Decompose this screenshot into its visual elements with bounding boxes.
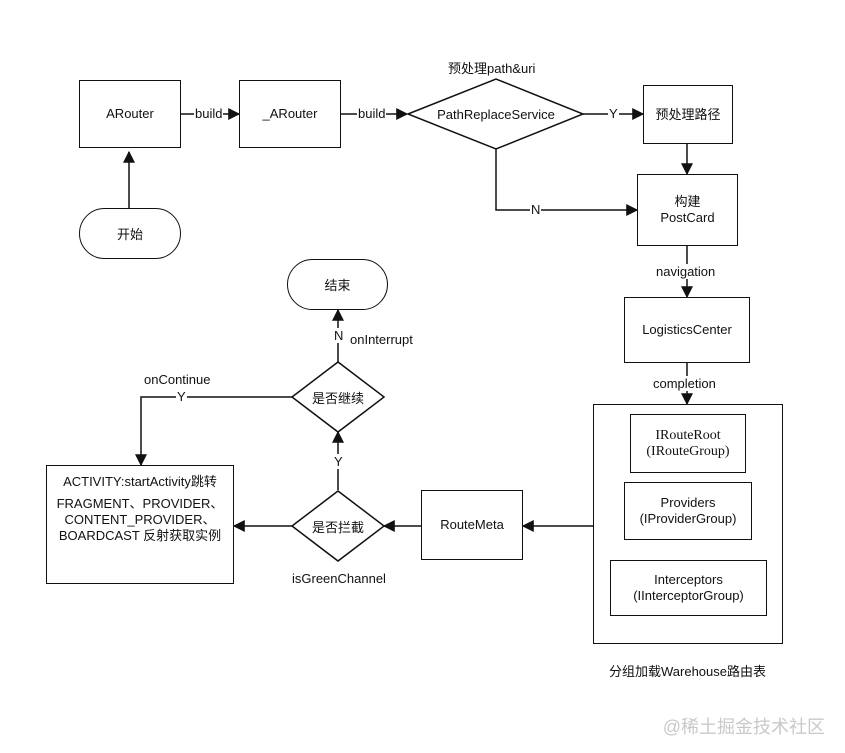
node-interceptors: Interceptors (IInterceptorGroup): [610, 560, 767, 616]
edge-label-build-2: build: [357, 106, 387, 121]
node-iroute-root-label-1: IRouteRoot: [655, 427, 721, 443]
node-arouter-impl-label: _ARouter: [262, 106, 318, 121]
node-preprocess-label: 预处理路径: [655, 106, 721, 122]
edge-label-on-interrupt: onInterrupt: [350, 332, 413, 347]
node-activity: ACTIVITY:startActivity跳转 FRAGMENT、PROVID…: [46, 465, 234, 584]
edge-label-yes-3: Y: [333, 454, 344, 469]
node-arouter: ARouter: [79, 80, 181, 148]
node-logistics-label: LogisticsCenter: [642, 322, 732, 337]
edge-label-build-1: build: [194, 106, 224, 121]
edge-label-is-green-channel: isGreenChannel: [292, 571, 386, 586]
decision-path-replace: [405, 78, 586, 150]
node-iroute-root-label-2: (IRouteGroup): [646, 443, 730, 459]
edge-label-preprocess-title: 预处理path&uri: [448, 61, 536, 76]
warehouse-caption: 分组加载Warehouse路由表: [609, 664, 766, 679]
watermark: @稀土掘金技术社区: [662, 717, 825, 737]
node-interceptors-label-2: (IInterceptorGroup): [633, 588, 744, 603]
node-route-meta-label: RouteMeta: [440, 517, 504, 532]
node-providers: Providers (IProviderGroup): [624, 482, 752, 540]
node-providers-label-1: Providers: [660, 495, 716, 510]
node-activity-label-2: FRAGMENT、PROVIDER、CONTENT_PROVIDER、BOARD…: [56, 496, 224, 543]
edge-label-no-2: N: [333, 328, 345, 343]
edge-label-navigation: navigation: [655, 264, 717, 279]
node-arouter-label: ARouter: [106, 106, 154, 121]
node-providers-label-2: (IProviderGroup): [639, 511, 737, 526]
node-arouter-impl: _ARouter: [239, 80, 341, 148]
node-activity-label-1: ACTIVITY:startActivity跳转: [63, 474, 217, 489]
node-logistics: LogisticsCenter: [624, 297, 750, 363]
edge-label-yes-1: Y: [608, 106, 619, 121]
node-green-channel-label: 是否拦截: [311, 519, 364, 535]
decision-continue: [290, 361, 386, 433]
node-start: 开始: [79, 208, 181, 259]
arrow-continue-to-activity: [135, 396, 292, 467]
node-postcard-label-2: PostCard: [660, 210, 715, 225]
warehouse-group: [593, 404, 783, 644]
edge-label-on-continue: onContinue: [144, 372, 211, 387]
node-preprocess: 预处理路径: [643, 85, 733, 144]
edge-label-completion: completion: [652, 376, 717, 391]
node-continue-label: 是否继续: [311, 390, 364, 406]
node-postcard-label-1: 构建: [674, 194, 701, 209]
decision-green-channel: [290, 490, 386, 562]
node-interceptors-label-1: Interceptors: [654, 572, 723, 587]
node-iroute-root: IRouteRoot (IRouteGroup): [630, 414, 746, 473]
edge-label-no-1: N: [530, 202, 542, 217]
edge-label-yes-2: Y: [176, 389, 187, 404]
node-path-replace-label: PathReplaceService: [437, 106, 555, 122]
node-route-meta: RouteMeta: [421, 490, 523, 560]
node-end-label: 结束: [324, 278, 351, 293]
node-end: 结束: [287, 259, 388, 310]
node-start-label: 开始: [116, 227, 143, 242]
node-postcard: 构建 PostCard: [637, 174, 738, 246]
arrow-pathreplace-to-postcard: [495, 149, 639, 216]
